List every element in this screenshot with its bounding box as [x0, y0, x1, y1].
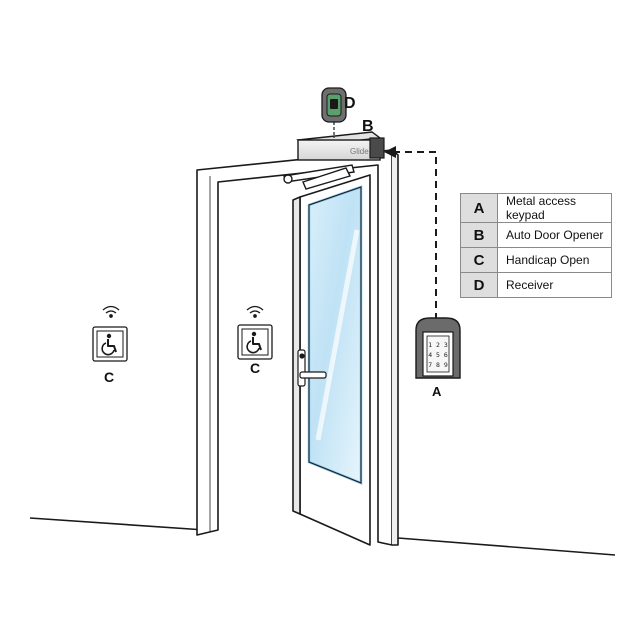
legend-key: B [460, 222, 498, 248]
closer-arm [283, 164, 355, 190]
legend-key: C [460, 247, 498, 273]
label-switch-left: C [104, 369, 114, 385]
access-keypad: 1 2 3 4 5 6 7 8 9 [415, 317, 461, 379]
legend-desc: Handicap Open [497, 247, 612, 273]
legend-key: A [460, 193, 498, 223]
receiver [321, 87, 347, 138]
legend-desc: Metal access keypad [497, 193, 612, 223]
wireless-link [384, 146, 437, 320]
label-switch-right: C [250, 360, 260, 376]
keypad-row-1: 1 2 3 [428, 341, 448, 349]
label-keypad: A [432, 384, 442, 399]
handicap-switch-left [92, 305, 128, 362]
legend-key: D [460, 272, 498, 298]
legend-desc: Auto Door Opener [497, 222, 612, 248]
legend-table: A Metal access keypad B Auto Door Opener… [460, 193, 612, 298]
opener-brand-text: Glide [350, 147, 369, 156]
keypad-row-2: 4 5 6 [428, 351, 448, 359]
handicap-switch-right [237, 305, 273, 360]
auto-door-opener: Glide [296, 131, 385, 161]
label-opener: B [362, 118, 374, 135]
wifi-signal-icon [246, 305, 264, 318]
door-handle [297, 349, 327, 387]
legend-desc: Receiver [497, 272, 612, 298]
wheelchair-icon [246, 331, 262, 354]
legend-row: A Metal access keypad [460, 193, 612, 223]
legend-row: D Receiver [460, 272, 612, 298]
label-receiver: D [344, 95, 356, 112]
legend-row: C Handicap Open [460, 247, 612, 273]
keypad-row-3: 7 8 9 [428, 361, 448, 369]
legend-row: B Auto Door Opener [460, 222, 612, 248]
wifi-signal-icon [102, 305, 120, 318]
wheelchair-icon [101, 333, 117, 356]
door-glass [307, 185, 363, 485]
floor-lines [29, 517, 616, 556]
